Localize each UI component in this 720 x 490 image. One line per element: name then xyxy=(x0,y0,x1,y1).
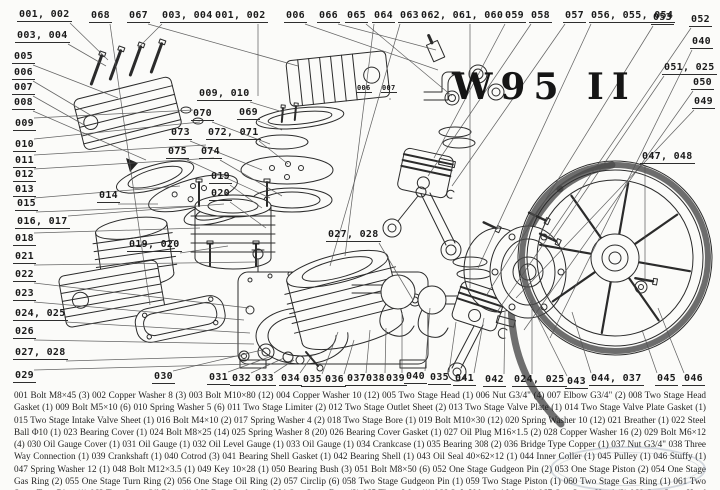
part-callout: 019, 020 xyxy=(127,239,182,252)
model-title: W95 II xyxy=(452,66,637,108)
part-callout: 045 xyxy=(655,373,678,386)
part-callout: 001, 002 xyxy=(213,10,268,23)
part-callout: 035 xyxy=(428,372,451,385)
part-callout: 044, 037 xyxy=(589,373,644,386)
part-callout: 006 xyxy=(356,84,372,93)
part-callout: 073 xyxy=(169,127,192,140)
part-callout: 069 xyxy=(237,107,260,120)
part-callout: 027, 028 xyxy=(326,229,381,242)
part-callout: 020 xyxy=(209,188,232,201)
part-callout: 014 xyxy=(97,190,120,203)
part-callout: 038 xyxy=(364,373,387,386)
part-callout: 024, 025 xyxy=(13,308,68,321)
part-callout: 012 xyxy=(13,169,36,182)
part-callout: 036 xyxy=(323,374,346,387)
part-callout: 006 xyxy=(12,67,35,80)
part-callout: 001, 002 xyxy=(17,9,72,22)
part-callout: 052 xyxy=(689,14,712,27)
part-callout: 010 xyxy=(13,139,36,152)
part-callout: 040 xyxy=(690,36,713,49)
part-callout: 031 xyxy=(207,372,230,385)
part-callout: 067 xyxy=(127,10,150,23)
part-callout: 024, 025 xyxy=(512,374,567,387)
part-callout: 009 xyxy=(13,118,36,131)
part-callout: 015 xyxy=(15,198,38,211)
part-callout: 068 xyxy=(89,10,112,23)
part-callout: 039 xyxy=(384,373,407,386)
part-callout: 046 xyxy=(682,373,705,386)
part-callout: 029 xyxy=(13,370,36,383)
part-callout: 053 xyxy=(651,12,674,25)
part-callout: 026 xyxy=(13,326,36,339)
part-callout: 058 xyxy=(529,10,552,23)
part-callout: 033 xyxy=(253,373,276,386)
leader-lines xyxy=(32,22,695,377)
part-callout: 003, 004 xyxy=(160,10,215,23)
part-callout: 008 xyxy=(12,97,35,110)
part-callout: 074 xyxy=(199,146,222,159)
part-callout: 047, 048 xyxy=(640,151,695,164)
part-callout: 007 xyxy=(381,84,397,93)
part-callout: 051, 025 xyxy=(662,62,717,75)
part-callout: 057 xyxy=(563,10,586,23)
part-callout: 059 xyxy=(503,10,526,23)
part-callout: 006 xyxy=(284,10,307,23)
part-callout: 019 xyxy=(209,171,232,184)
part-callout: 009, 010 xyxy=(197,88,252,101)
part-callout: 030 xyxy=(152,371,175,384)
part-callout: 011 xyxy=(13,155,36,168)
part-callout: 062, 061, 060 xyxy=(419,10,506,23)
part-callout: 050 xyxy=(691,77,714,90)
part-callout: 035 xyxy=(301,374,324,387)
part-callout: 043 xyxy=(565,376,588,389)
part-callout: 034 xyxy=(279,373,302,386)
part-callout: 018 xyxy=(13,233,36,246)
part-callout: 075 xyxy=(166,146,189,159)
part-callout: 027, 028 xyxy=(13,347,68,360)
part-callout: 040 xyxy=(404,371,427,384)
part-callout: 064 xyxy=(372,10,395,23)
part-callout: 013 xyxy=(13,184,36,197)
watermark-stamp xyxy=(550,446,706,490)
part-callout: 037 xyxy=(345,373,368,386)
part-callout: 063 xyxy=(398,10,421,23)
part-callout: 066 xyxy=(317,10,340,23)
part-callout: 032 xyxy=(230,373,253,386)
part-callout: 065 xyxy=(345,10,368,23)
parts-list-text: 001 Bolt M8×45 (3) 002 Copper Washer 8 (… xyxy=(14,390,706,490)
part-callout: 049 xyxy=(692,96,715,109)
part-callout: 070 xyxy=(191,108,214,121)
part-callout: 056, 055, 054 xyxy=(589,10,676,23)
part-callout: 016, 017 xyxy=(15,216,70,229)
part-callout: 021 xyxy=(13,251,36,264)
part-callout: 022 xyxy=(13,269,36,282)
part-callout: 042 xyxy=(483,374,506,387)
part-callout: 041 xyxy=(453,373,476,386)
part-callout: 023 xyxy=(13,288,36,301)
part-callout: 007 xyxy=(12,82,35,95)
part-callout: 003, 004 xyxy=(15,30,70,43)
part-callout: 005 xyxy=(12,51,35,64)
part-callout: 072, 071 xyxy=(206,127,261,140)
